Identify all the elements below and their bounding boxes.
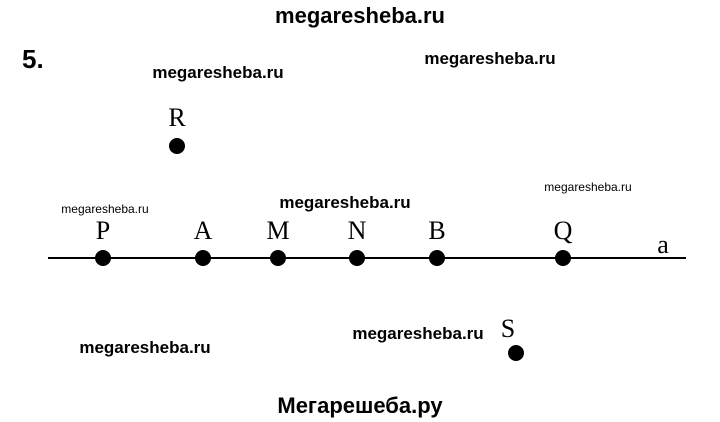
point-P: P [95,216,111,266]
watermark: megaresheba.ru [79,338,210,357]
watermark: megaresheba.ru [279,193,410,212]
watermark: megaresheba.ru [544,180,631,194]
point-label: N [348,216,367,245]
line-label: a [657,230,669,259]
point-M: M [266,216,290,266]
watermark: megaresheba.ru [61,202,148,216]
point-label: A [194,216,213,245]
point-B: B [428,216,446,266]
watermark: megaresheba.ru [352,324,483,343]
problem-number: 5. [22,44,44,74]
point-R: R [168,103,186,154]
point-label: R [168,103,186,132]
point-label: S [501,314,515,343]
footer-watermark: Мегарешеба.ру [277,393,443,418]
watermark: megaresheba.ru [275,3,445,28]
point-S: S [501,314,524,361]
point-label: B [428,216,445,245]
point-A: A [194,216,213,266]
watermark: megaresheba.ru [424,49,555,68]
watermark: megaresheba.ru [152,63,283,82]
point-label: Q [554,216,573,245]
point-N: N [348,216,367,266]
point-label: P [96,216,110,245]
point-label: M [266,216,289,245]
point-Q: Q [554,216,573,266]
